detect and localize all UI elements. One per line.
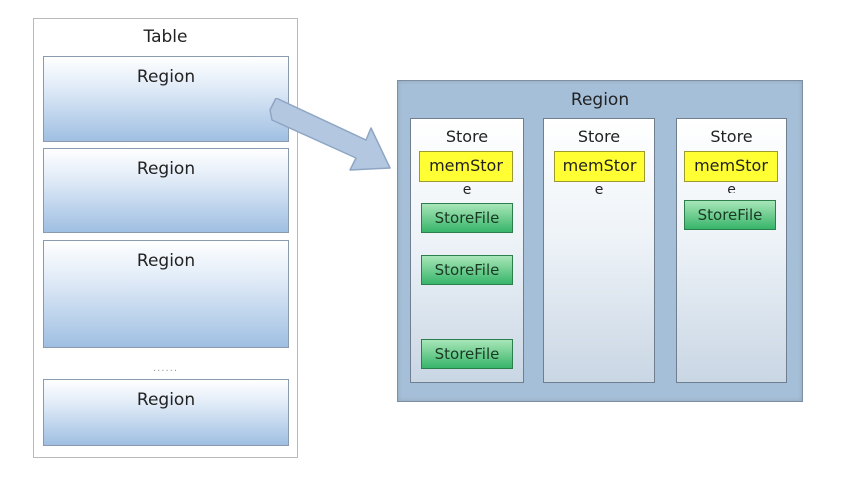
memstore-wrap-text: e	[462, 182, 472, 198]
store-1: Store memStor e StoreFile StoreFile Stor…	[410, 118, 524, 383]
more-regions-ellipsis: ......	[152, 363, 179, 374]
table-panel: Table Region Region Region ...... Region	[33, 18, 298, 458]
store-label: Store	[445, 127, 489, 146]
region-detail-title: Region	[570, 90, 630, 110]
table-region-1: Region	[43, 56, 289, 142]
table-region-4: Region	[43, 379, 289, 446]
table-title: Table	[143, 27, 188, 47]
memstore-block: memStor	[554, 151, 645, 182]
memstore-block: memStor	[684, 151, 778, 182]
memstore-wrap-text: e	[727, 183, 736, 193]
store-label: Store	[710, 127, 753, 146]
expand-arrow-icon	[269, 98, 391, 171]
storefile-block: StoreFile	[684, 200, 776, 230]
store-label: Store	[577, 127, 621, 146]
storefile-block: StoreFile	[421, 203, 513, 233]
store-2: Store memStor e	[543, 118, 655, 383]
store-3: Store memStor e StoreFile	[676, 118, 787, 383]
region-detail-panel: Region Store memStor e StoreFile StoreFi…	[397, 80, 803, 402]
region-label: Region	[136, 67, 196, 87]
table-region-3: Region	[43, 240, 289, 348]
memstore-wrap-text: e	[594, 182, 604, 198]
region-label: Region	[136, 159, 196, 179]
region-label: Region	[136, 251, 196, 271]
memstore-block: memStor	[419, 151, 513, 182]
region-label: Region	[136, 390, 196, 410]
table-region-2: Region	[43, 148, 289, 233]
storefile-block: StoreFile	[421, 255, 513, 285]
storefile-block: StoreFile	[421, 339, 513, 369]
